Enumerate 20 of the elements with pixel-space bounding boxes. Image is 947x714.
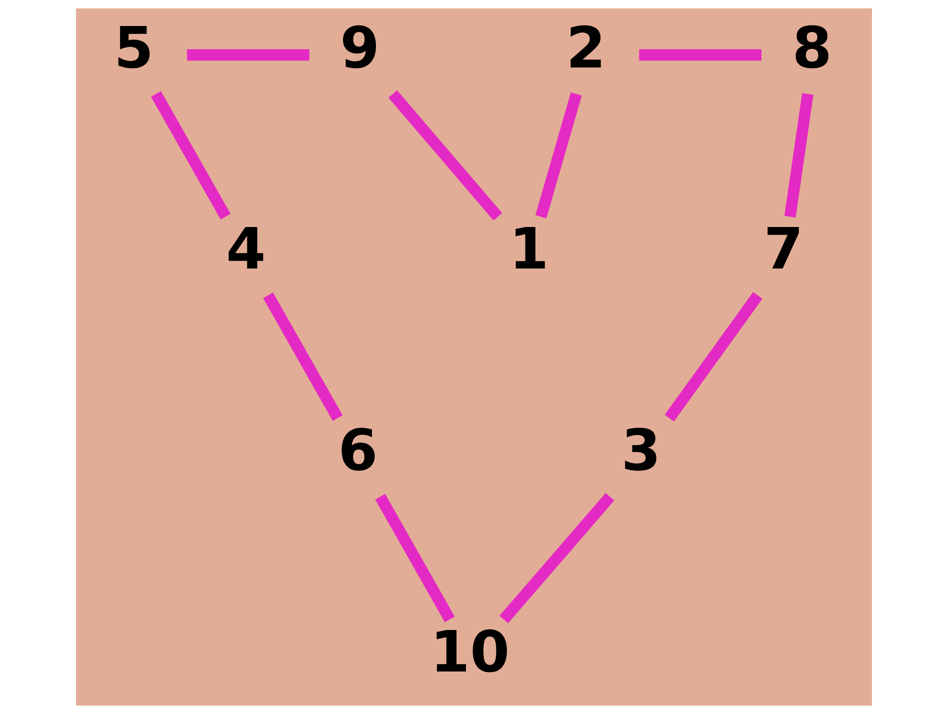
node-text: 8 <box>792 15 832 82</box>
node-text: 1 <box>508 216 548 283</box>
node-text: 3 <box>620 418 660 484</box>
connector <box>498 493 614 624</box>
node-text: 5 <box>113 15 154 82</box>
connector <box>186 49 309 61</box>
node-text: 4 <box>226 216 266 283</box>
connector <box>262 292 342 421</box>
node-text: 9 <box>340 15 380 82</box>
node-text: 2 <box>566 15 606 82</box>
connector <box>150 91 230 220</box>
node-text: 10 <box>430 619 510 686</box>
connector <box>784 93 813 218</box>
connector <box>664 292 762 422</box>
connector <box>638 49 761 61</box>
connector <box>374 494 454 622</box>
node-text: 7 <box>763 216 803 283</box>
connector <box>534 92 582 218</box>
node-text: 6 <box>338 418 378 484</box>
connector <box>388 90 502 220</box>
